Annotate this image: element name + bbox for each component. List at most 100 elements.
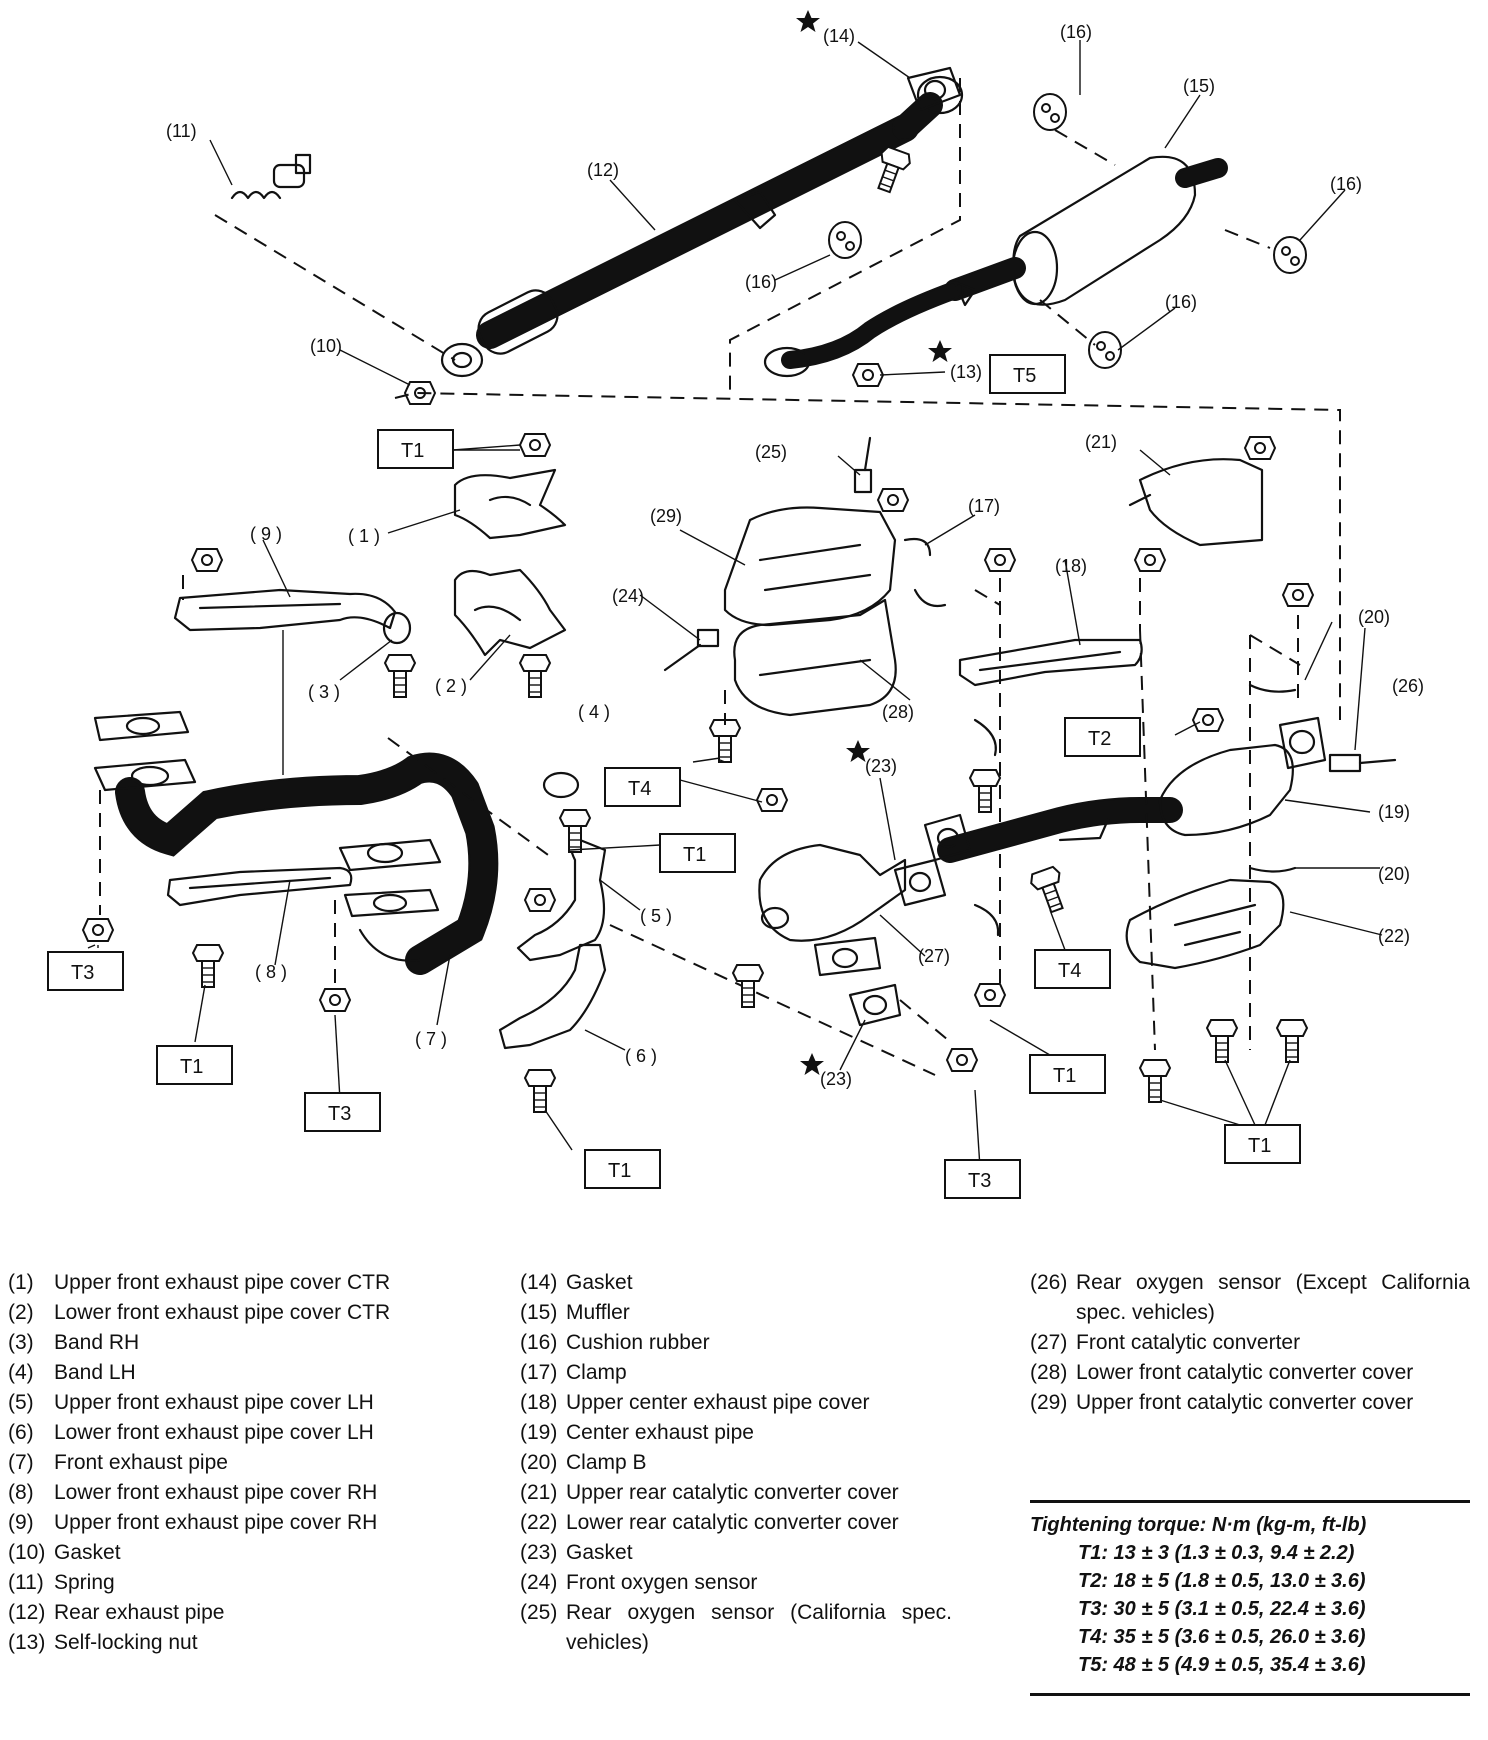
upper-rear-cat-cover xyxy=(1128,458,1264,547)
legend-item: (5)Upper front exhaust pipe cover LH xyxy=(8,1388,438,1418)
legend-item-text: Muffler xyxy=(566,1301,630,1324)
legend-item-number: (22) xyxy=(520,1511,558,1534)
callout-25: (25) xyxy=(755,442,787,462)
legend-item-text: Front catalytic converter xyxy=(1076,1331,1301,1354)
legend-item-number: (15) xyxy=(520,1301,558,1324)
lower-rear-cat-cover xyxy=(1125,878,1285,970)
legend-item-text: Front exhaust pipe xyxy=(54,1451,228,1474)
legend-item-number: (28) xyxy=(1030,1361,1068,1384)
legend-item-number: (27) xyxy=(1030,1331,1068,1354)
legend-item-number: (21) xyxy=(520,1481,558,1504)
upper-front-cover-rh xyxy=(173,588,397,632)
center-exhaust-pipe xyxy=(923,716,1327,863)
legend-item-text: Band RH xyxy=(54,1331,140,1354)
torque-tag-t5: T5 xyxy=(1013,365,1036,387)
callout-17: (17) xyxy=(968,496,1000,516)
callout-2: ( 2 ) xyxy=(435,676,467,696)
muffler xyxy=(763,155,1228,378)
callout-27: (27) xyxy=(918,946,950,966)
legend-item-number: (20) xyxy=(520,1451,558,1474)
callout-22: (22) xyxy=(1378,926,1410,946)
legend-item-text: Self-locking nut xyxy=(54,1631,198,1654)
legend-item-text: Upper rear catalytic converter cover xyxy=(566,1481,899,1504)
torque-tag-t1-b: T1 xyxy=(180,1056,203,1078)
callout-23b: (23) xyxy=(820,1069,852,1089)
band-rh-shape xyxy=(382,611,412,645)
front-exhaust-pipe xyxy=(93,710,499,975)
callout-9: ( 9 ) xyxy=(250,524,282,544)
callout-3: ( 3 ) xyxy=(308,682,340,702)
torque-tag-t3-c: T3 xyxy=(968,1170,991,1192)
lower-front-cover-lh xyxy=(498,943,607,1050)
legend-item-number: (7) xyxy=(8,1451,34,1474)
legend-item-text: Lower rear catalytic converter cover xyxy=(566,1511,899,1534)
lower-front-cover-rh xyxy=(166,866,353,907)
torque-tag-t1-e: T1 xyxy=(1053,1065,1076,1087)
legend-item-number: (5) xyxy=(8,1391,34,1414)
legend-item-text: Upper center exhaust pipe cover xyxy=(566,1391,870,1414)
legend-item: (2)Lower front exhaust pipe cover CTR xyxy=(8,1298,438,1328)
legend-item-number: (23) xyxy=(520,1541,558,1564)
rear-o2-sensor-ca xyxy=(853,436,873,494)
legend-item-number: (13) xyxy=(8,1631,46,1654)
legend-item: (9)Upper front exhaust pipe cover RH xyxy=(8,1508,438,1538)
torque-tag-t1-a: T1 xyxy=(401,440,424,462)
legend-item: (16)Cushion rubber xyxy=(520,1328,952,1358)
legend-item: (29)Upper front catalytic converter cove… xyxy=(1030,1388,1470,1418)
clamp-center xyxy=(973,718,1000,937)
torque-tag-t4-a: T4 xyxy=(628,778,651,800)
legend-item: (8)Lower front exhaust pipe cover RH xyxy=(8,1478,438,1508)
gasket-23-lower xyxy=(848,983,902,1027)
callout-16a: (16) xyxy=(1060,22,1092,42)
torque-tag-t1-d: T1 xyxy=(683,844,706,866)
callout-13: (13) xyxy=(950,362,982,382)
upper-center-cover xyxy=(958,638,1143,687)
legend-column-1: (1)Upper front exhaust pipe cover CTR(2)… xyxy=(8,1268,438,1658)
lower-front-cover-ctr xyxy=(453,568,567,657)
torque-heading: Tightening torque: N·m (kg-m, ft-lb) xyxy=(1030,1514,1367,1536)
torque-tags: T1 T5 T3 T1 T3 T1 T4 T1 T3 T1 T2 T4 T1 xyxy=(47,354,1301,1199)
legend-item: (15) Muffler xyxy=(520,1298,952,1328)
torque-tag-t4-b: T4 xyxy=(1058,960,1081,982)
torque-row-t4: T4: 35 ± 5 (3.6 ± 0.5, 26.0 ± 3.6) xyxy=(1078,1626,1366,1648)
legend-item-number: (10) xyxy=(8,1541,46,1564)
legend-item-text: Gasket xyxy=(54,1541,121,1564)
legend-item-number: (12) xyxy=(8,1601,46,1624)
legend-item-text: Gasket xyxy=(566,1271,633,1294)
callout-7: ( 7 ) xyxy=(415,1029,447,1049)
legend-item: (7) Front exhaust pipe xyxy=(8,1448,438,1478)
legend-item: (18)Upper center exhaust pipe cover xyxy=(520,1388,952,1418)
legend-item-text: Clamp B xyxy=(566,1451,647,1474)
legend-item-number: (17) xyxy=(520,1361,558,1384)
legend-column-3: (26)Rear oxygen sensor (Except Californi… xyxy=(1030,1268,1470,1418)
callout-15: (15) xyxy=(1183,76,1215,96)
callout-8: ( 8 ) xyxy=(255,962,287,982)
legend-item-text: Spring xyxy=(54,1571,115,1594)
legend-item: (25)Rear oxygen sensor (California spec.… xyxy=(520,1598,952,1658)
legend-item: (17) Clamp xyxy=(520,1358,952,1388)
legend-item-text: Cushion rubber xyxy=(566,1331,710,1354)
front-o2-sensor-shape xyxy=(663,628,720,672)
legend-item-text: Lower front exhaust pipe cover RH xyxy=(54,1481,378,1504)
torque-tag-t3-a: T3 xyxy=(71,962,94,984)
legend-item: (10) Gasket xyxy=(8,1538,438,1568)
callout-21: (21) xyxy=(1085,432,1117,452)
legend-item: (13) Self-locking nut xyxy=(8,1628,438,1658)
legend-item-text: Lower front catalytic converter cover xyxy=(1076,1361,1414,1384)
legend-item: (27) Front catalytic converter xyxy=(1030,1328,1470,1358)
torque-row-t5: T5: 48 ± 5 (4.9 ± 0.5, 35.4 ± 3.6) xyxy=(1078,1654,1366,1676)
legend-item-text: Band LH xyxy=(54,1361,136,1384)
callout-24: (24) xyxy=(612,586,644,606)
legend-item-number: (2) xyxy=(8,1301,34,1324)
callout-16c: (16) xyxy=(745,272,777,292)
legend-item-number: (25) xyxy=(520,1601,558,1624)
clamp-17-shape xyxy=(903,537,947,608)
torque-tag-t3-b: T3 xyxy=(328,1103,351,1125)
legend-item: (12)Rear exhaust pipe xyxy=(8,1598,438,1628)
legend-list-3: (26)Rear oxygen sensor (Except Californi… xyxy=(1030,1268,1470,1418)
legend-item-text: Clamp xyxy=(566,1361,627,1384)
legend-item: (26)Rear oxygen sensor (Except Californi… xyxy=(1030,1268,1470,1328)
legend-item-text: Rear oxygen sensor (Except California sp… xyxy=(1076,1271,1470,1324)
legend-item: (14)Gasket xyxy=(520,1268,952,1298)
